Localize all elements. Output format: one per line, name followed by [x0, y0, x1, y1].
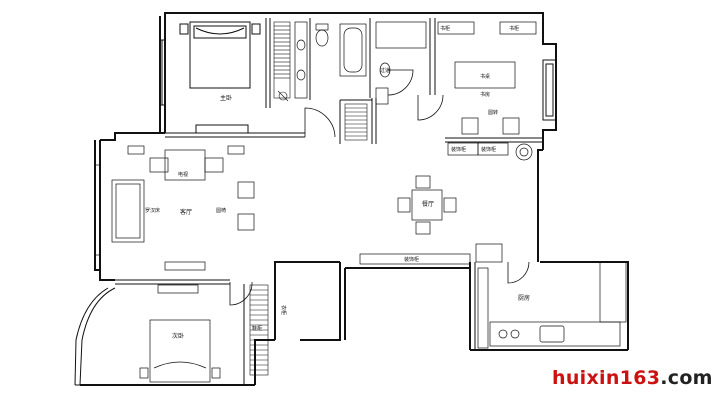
label-dining-room: 餐厅 [422, 200, 434, 208]
label-decor-cabinet-1: 装饰柜 [451, 146, 466, 153]
hall-shoe-cabinet [249, 284, 269, 376]
label-hall-shoe-cabinet: 鞋柜 [252, 325, 262, 332]
kitchen-furniture [477, 261, 627, 349]
label-kitchen: 厨房 [518, 294, 530, 302]
label-tv-cabinet: 电视 [178, 171, 188, 178]
master-vanity [294, 21, 308, 99]
study-window [542, 59, 557, 121]
watermark-number: 163 [619, 367, 661, 389]
bathroom-fixtures [315, 23, 367, 77]
label-dining-cabinet: 装饰柜 [404, 256, 419, 263]
aisle-fixtures [375, 21, 427, 105]
label-second-bedroom: 次卧 [172, 332, 184, 340]
label-master-bedroom: 主卧 [220, 94, 232, 102]
interior-walls [115, 18, 543, 385]
master-wardrobe [273, 21, 291, 102]
living-room-furniture [94, 145, 255, 271]
watermark-red: huixin [552, 367, 620, 389]
master-window [160, 39, 165, 106]
master-tv-cabinet [195, 124, 249, 134]
bay-window-second-bedroom [74, 287, 116, 386]
label-bookcase-left: 书柜 [440, 25, 450, 32]
aisle-wardrobe [344, 103, 368, 141]
study-furniture [437, 21, 537, 161]
label-living-room: 客厅 [180, 208, 192, 216]
room-labels: 主卧 书桌 书房 圆转 书柜 书柜 装饰柜 装饰柜 过道 电视 罗汉床 客厅 圆… [145, 25, 530, 340]
dining-furniture [359, 175, 503, 265]
label-tea-table: 圆椅 [216, 207, 226, 214]
label-study: 书房 [480, 91, 490, 98]
second-bed [139, 284, 221, 383]
master-bed [179, 21, 261, 89]
site-watermark: huixin163.com [552, 367, 713, 389]
doors [229, 69, 530, 306]
label-decor-cabinet-2: 装饰柜 [481, 146, 496, 153]
label-bookcase-right: 书柜 [509, 25, 519, 32]
label-sofa: 罗汉床 [145, 207, 160, 214]
label-aisle: 过道 [380, 67, 390, 74]
label-desk: 书桌 [480, 73, 490, 80]
label-study-chair: 圆转 [488, 109, 498, 116]
watermark-suffix: .com [660, 367, 713, 389]
label-second-wardrobe: 衣柜 [280, 305, 287, 315]
